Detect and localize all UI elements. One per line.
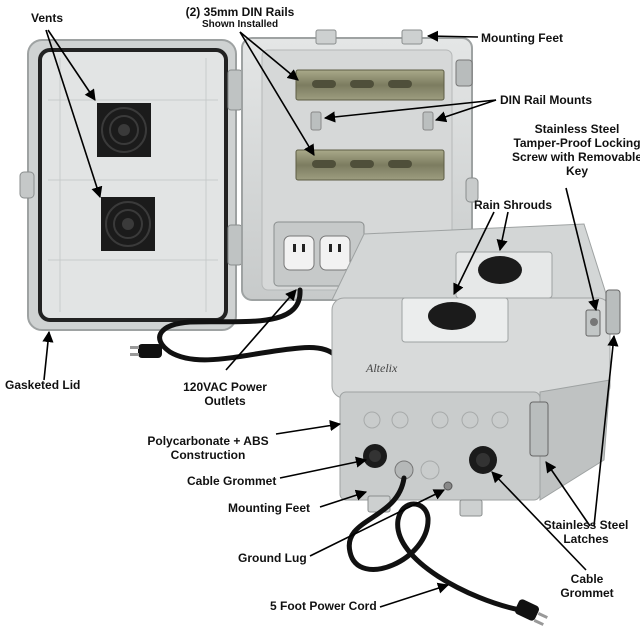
label-construction-line1: Polycarbonate + ABS — [147, 434, 269, 448]
vent-upper — [97, 103, 151, 157]
power-outlet-box — [273, 221, 365, 287]
label-locking-screw-line1: Stainless Steel — [534, 122, 620, 136]
label-latches: Stainless Steel Latches — [534, 518, 638, 546]
open-lid — [19, 39, 243, 331]
rain-shroud-back — [455, 251, 553, 299]
label-cable-grommet-left: Cable Grommet — [187, 474, 277, 488]
label-vents: Vents — [31, 11, 64, 25]
label-latches-line2: Latches — [563, 532, 609, 546]
label-rain-shrouds: Rain Shrouds — [474, 198, 553, 212]
din-rail-upper — [295, 69, 445, 101]
label-gasketed-lid: Gasketed Lid — [5, 378, 81, 392]
label-din-rails-sub: Shown Installed — [201, 19, 279, 30]
cable-grommet-right-part — [469, 446, 497, 474]
label-cable-grommet-right: Cable Grommet — [552, 572, 622, 600]
latch-lower — [529, 401, 549, 457]
label-cable-grommet-right-line1: Cable — [570, 572, 604, 586]
label-mounting-feet-bottom: Mounting Feet — [228, 501, 310, 515]
power-plug — [514, 599, 548, 626]
label-power-outlets-line1: 120VAC Power — [183, 380, 267, 394]
brand-logo: Altelix — [365, 361, 398, 375]
label-power-outlets: 120VAC Power Outlets — [160, 380, 290, 408]
label-power-outlets-line2: Outlets — [204, 394, 246, 408]
vent-lower — [101, 197, 155, 251]
label-latches-line1: Stainless Steel — [543, 518, 629, 532]
label-ground-lug: Ground Lug — [238, 551, 307, 565]
label-din-rails: (2) 35mm DIN Rails Shown Installed — [165, 5, 315, 31]
outlet-plug — [130, 344, 162, 358]
label-construction-line2: Construction — [170, 448, 246, 462]
locking-screw-part — [585, 309, 601, 337]
outlet-power-cord — [157, 287, 339, 363]
label-locking-screw-line2: Tamper-Proof Locking — [513, 136, 640, 150]
callout-arrows — [42, 29, 619, 608]
label-mounting-feet-top: Mounting Feet — [481, 31, 563, 45]
label-locking-screw-line3: Screw with Removable — [512, 150, 640, 164]
cable-grommet-left-part — [363, 444, 387, 468]
latch-upper — [605, 289, 621, 335]
label-cable-grommet-right-line2: Grommet — [560, 586, 614, 600]
ground-lug-part — [443, 481, 453, 491]
label-din-rail-mounts: DIN Rail Mounts — [500, 93, 592, 107]
label-construction: Polycarbonate + ABS Construction — [138, 434, 278, 462]
din-rail-lower — [295, 149, 445, 181]
power-cord — [346, 475, 523, 613]
label-locking-screw: Stainless Steel Tamper-Proof Locking Scr… — [512, 122, 640, 178]
rain-shroud-front — [401, 297, 509, 343]
label-locking-screw-line4: Key — [565, 164, 588, 178]
label-power-cord: 5 Foot Power Cord — [270, 599, 377, 613]
label-din-rails-title: (2) 35mm DIN Rails — [185, 5, 295, 19]
